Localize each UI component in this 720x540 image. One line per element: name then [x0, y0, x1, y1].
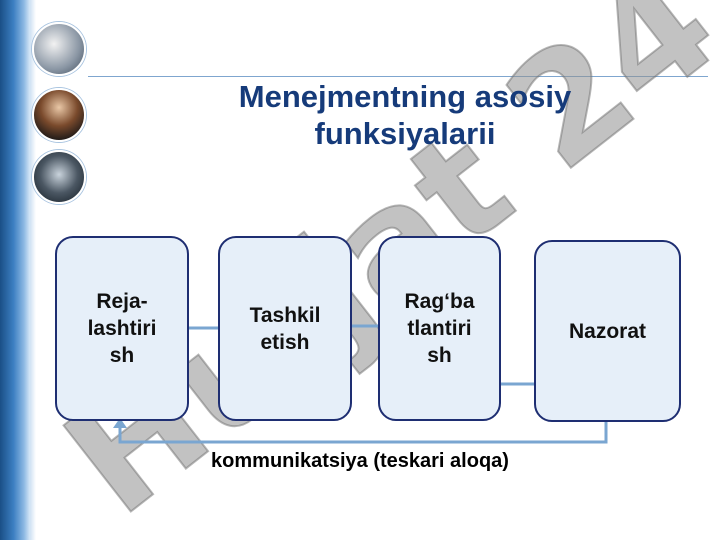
function-label-control: Nazorat — [568, 319, 647, 343]
feedback-arrowhead — [113, 418, 127, 428]
left-decor-band — [0, 0, 30, 540]
function-label-motivating: Rag‘ba tlantiri sh — [404, 290, 475, 367]
left-decor-strip — [30, 0, 36, 540]
function-box-motivating: Rag‘ba tlantiri sh — [378, 236, 501, 421]
function-box-planning: Reja- lashtiri sh — [55, 236, 189, 421]
business-people-photo-icon — [32, 150, 86, 204]
header-rule — [88, 76, 708, 77]
function-label-planning: Reja- lashtiri sh — [87, 290, 157, 367]
slide-title: Menejmentning asosiy funksiyalarii — [175, 78, 635, 152]
office-photo-icon — [32, 22, 86, 76]
person-photo-icon — [32, 88, 86, 142]
feedback-label: kommunikatsiya (teskari aloqa) — [211, 450, 509, 472]
title-line-1: Menejmentning asosiy — [238, 79, 572, 114]
function-label-organizing: Tashkil etish — [249, 303, 321, 354]
title-line-2: funksiyalarii — [314, 116, 496, 151]
function-box-control: Nazorat — [534, 240, 681, 422]
function-box-organizing: Tashkil etish — [218, 236, 352, 421]
feedback-line — [118, 420, 608, 444]
